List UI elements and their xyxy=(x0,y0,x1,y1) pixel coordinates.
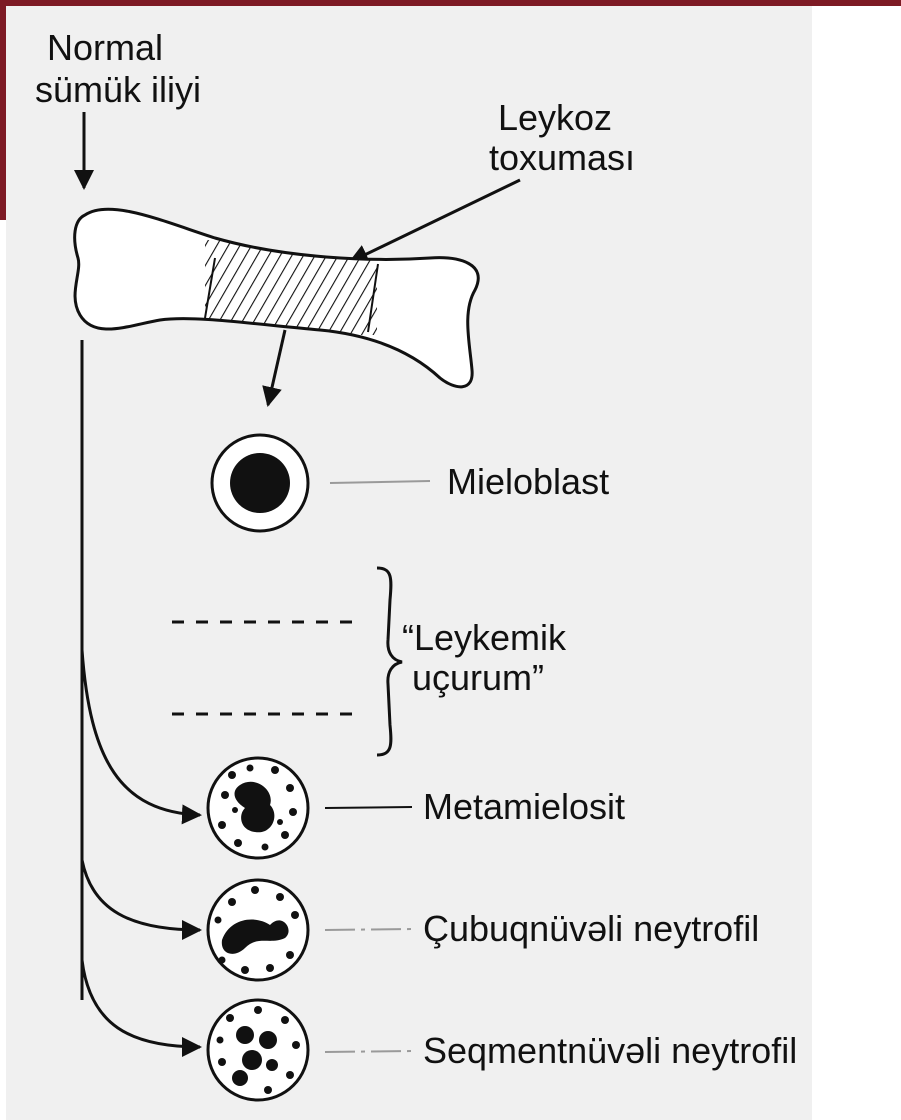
metamyelocyte-cell xyxy=(208,758,308,858)
segmented-neutrophil-cell xyxy=(208,1000,308,1100)
frame-accent-left xyxy=(0,0,6,220)
band-neutrophil-label: Çubuqnüvəli neytrofil xyxy=(423,908,759,949)
normal-label-line2: sümük iliyi xyxy=(35,69,201,110)
metamyelocyte-leader xyxy=(325,807,412,808)
leukosis-label-line1: Leykoz xyxy=(498,97,612,138)
normal-label-line1: Normal xyxy=(47,27,163,68)
metamyelocyte-label: Metamielosit xyxy=(423,786,625,827)
gap-label-line1: “Leykemik xyxy=(402,617,567,658)
panel-background xyxy=(6,6,812,1120)
gap-label-line2: uçurum” xyxy=(412,657,544,698)
leukosis-label-line2: toxuması xyxy=(489,137,635,178)
myeloblast-label: Mieloblast xyxy=(447,461,609,502)
band-neutrophil-cell xyxy=(208,880,308,980)
myeloblast-cell xyxy=(212,435,308,531)
frame-accent-top xyxy=(0,0,901,6)
segmented-neutrophil-label: Seqmentnüvəli neytrofil xyxy=(423,1030,797,1071)
